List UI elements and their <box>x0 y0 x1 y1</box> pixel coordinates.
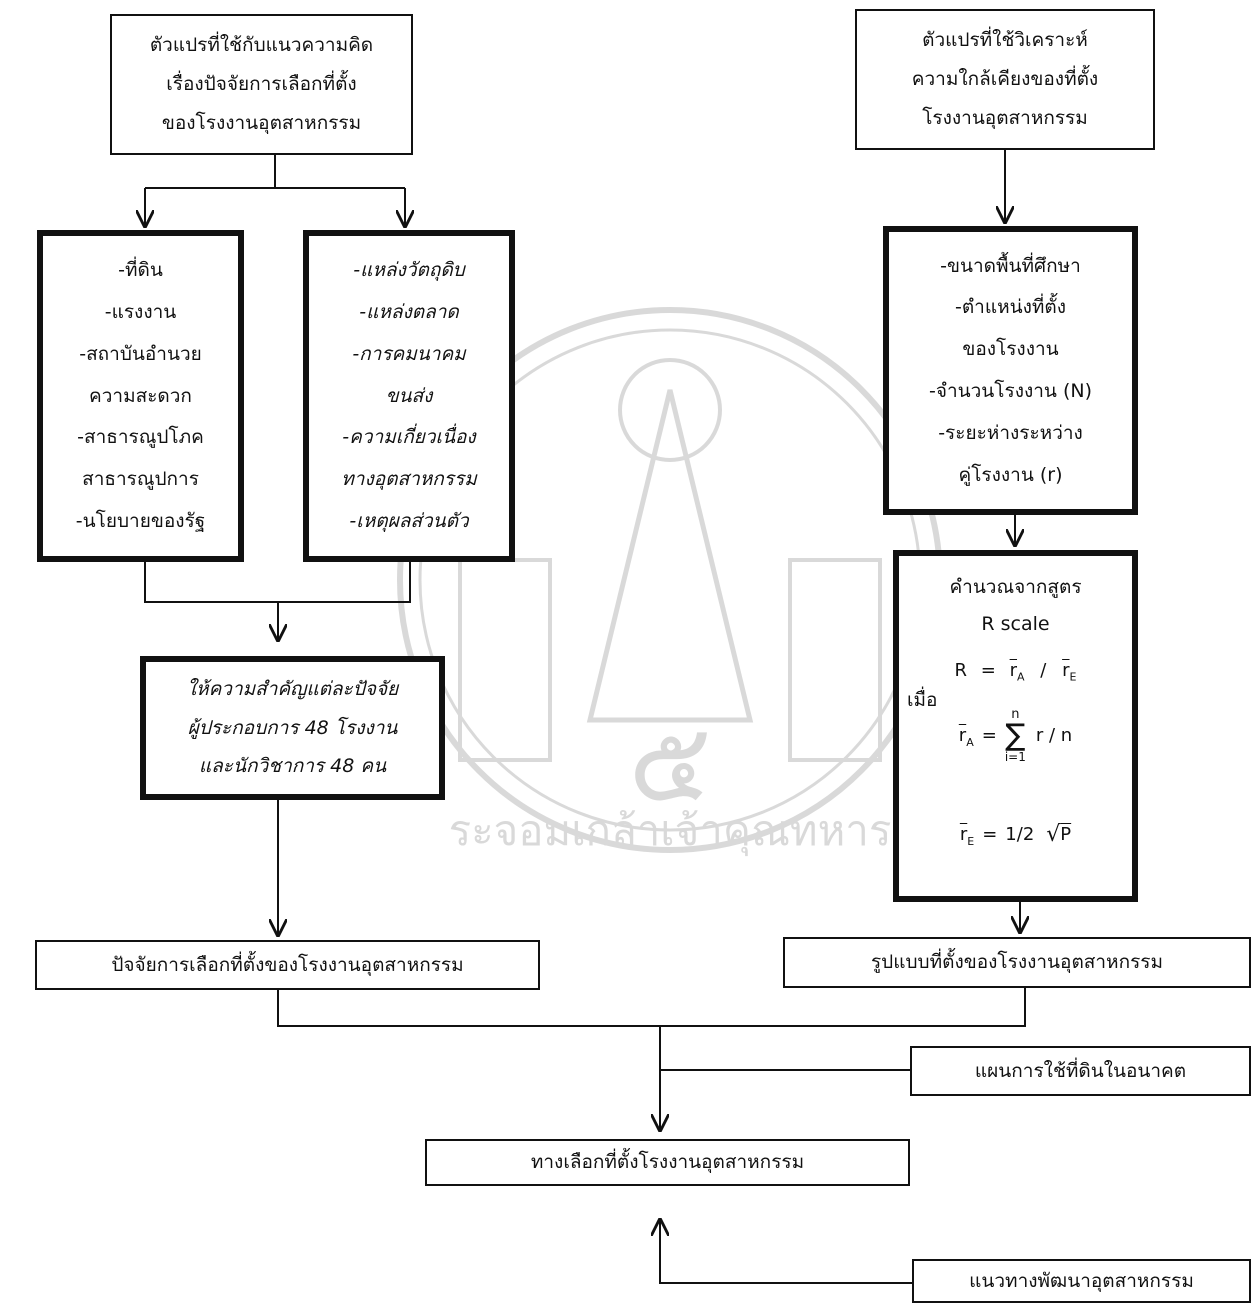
text-line: เรื่องปัจจัยการเลือกที่ตั้ง <box>166 73 357 96</box>
variable-item: -จำนวนโรงงาน (N) <box>928 380 1092 402</box>
variable-item: ของโรงงาน <box>962 338 1059 361</box>
variable-item: -ขนาดพื้นที่ศึกษา <box>940 254 1081 277</box>
link-merge <box>144 562 411 603</box>
factor-item: -เหตุผลส่วนตัว <box>349 509 469 532</box>
equals-sign: = <box>982 823 998 845</box>
sum-upper: n <box>1011 707 1020 723</box>
factors-a-box: -ที่ดิน -แรงงาน -สถาบันอำนวย ความสะดวก -… <box>37 230 244 562</box>
factor-item: -แหล่งวัตถุดิบ <box>353 259 465 282</box>
arrow-from-devguide <box>660 1220 912 1284</box>
variable-item: คู่โรงงาน (r) <box>958 463 1063 486</box>
importance-box: ให้ความสำคัญแต่ละปัจจัย ผู้ประกอบการ 48 … <box>140 656 445 800</box>
dev-guide-box: แนวทางพัฒนาอุตสาหกรรม <box>912 1259 1251 1303</box>
sqrt-icon: √ <box>1046 821 1061 847</box>
dev-guide-label: แนวทางพัฒนาอุตสาหกรรม <box>969 1269 1194 1292</box>
r-e-subscript: E <box>1069 670 1077 684</box>
text-line: โรงงานอุตสาหกรรม <box>922 106 1088 129</box>
location-pattern-box: รูปแบบที่ตั้งของโรงงานอุตสาหกรรม <box>783 937 1251 988</box>
link-bottom-merge <box>277 988 1026 1027</box>
r-a-symbol: r <box>1009 659 1018 681</box>
land-use-box: แผนการใช้ที่ดินในอนาคต <box>910 1046 1251 1096</box>
when-label: เมื่อ <box>907 689 938 712</box>
factor-item: -ความเกี่ยวเนื่อง <box>342 426 476 449</box>
variables-box: -ขนาดพื้นที่ศึกษา -ตำแหน่งที่ตั้ง ของโรง… <box>883 226 1138 515</box>
r-e-symbol: r <box>1062 659 1070 681</box>
top-right-box: ตัวแปรที่ใช้วิเคราะห์ ความใกล้เคียงของที… <box>855 9 1155 150</box>
formula-name: R scale <box>981 612 1050 635</box>
equals-sign: = <box>980 659 996 681</box>
variable-item: -ตำแหน่งที่ตั้ง <box>954 296 1067 319</box>
factor-item: -ที่ดิน <box>118 259 163 282</box>
sum-body: r / n <box>1035 724 1073 746</box>
r-a-symbol: r <box>958 724 967 746</box>
summation: n ∑ i=1 <box>1005 708 1026 763</box>
factor-item: -นโยบายของรัฐ <box>75 509 206 532</box>
r-e-symbol: r <box>959 823 968 845</box>
r-a-subscript: A <box>1017 670 1025 684</box>
alternatives-label: ทางเลือกที่ตั้งโรงงานอุตสาหกรรม <box>530 1151 805 1174</box>
divide-sign: / <box>1040 659 1047 681</box>
formula-title: คำนวณจากสูตร <box>949 576 1082 598</box>
text-line: ความใกล้เคียงของที่ตั้ง <box>911 68 1099 91</box>
r-e-subscript: E <box>967 835 975 849</box>
text-line: ของโรงงานอุตสาหกรรม <box>161 111 362 134</box>
equals-sign: = <box>981 724 997 746</box>
factor-item: ขนส่ง <box>385 384 433 407</box>
r-a-subscript: A <box>966 736 974 750</box>
text-line: และนักวิชาการ 48 คน <box>198 755 387 778</box>
factor-item: -สถาบันอำนวย <box>79 342 202 365</box>
land-use-label: แผนการใช้ที่ดินในอนาคต <box>974 1059 1187 1082</box>
text-line: ตัวแปรที่ใช้วิเคราะห์ <box>922 29 1088 52</box>
factor-item: ทางอุตสาหกรรม <box>341 468 477 491</box>
link-topleft-split <box>145 155 405 189</box>
location-pattern-label: รูปแบบที่ตั้งของโรงงานอุตสาหกรรม <box>870 951 1164 974</box>
factor-choice-label: ปัจจัยการเลือกที่ตั้งของโรงงานอุตสาหกรรม <box>111 953 464 976</box>
factor-item: -แรงงาน <box>104 301 177 323</box>
factor-item: -สาธารณูปโภค <box>77 426 204 449</box>
alternatives-box: ทางเลือกที่ตั้งโรงงานอุตสาหกรรม <box>425 1139 910 1186</box>
text-line: ผู้ประกอบการ 48 โรงงาน <box>187 716 398 739</box>
factor-item: สาธารณูปการ <box>82 468 199 491</box>
text-line: ตัวแปรที่ใช้กับแนวความคิด <box>149 34 374 57</box>
variable-item: -ระยะห่างระหว่าง <box>938 421 1083 444</box>
factors-b-box: -แหล่งวัตถุดิบ -แหล่งตลาด -การคมนาคม ขนส… <box>303 230 515 562</box>
factor-item: -การคมนาคม <box>352 342 466 365</box>
factor-choice-box: ปัจจัยการเลือกที่ตั้งของโรงงานอุตสาหกรรม <box>35 940 540 990</box>
factor-item: ความสะดวก <box>89 384 192 407</box>
r-symbol: R <box>954 659 968 681</box>
top-left-box: ตัวแปรที่ใช้กับแนวความคิด เรื่องปัจจัยกา… <box>110 14 413 155</box>
sum-lower: i=1 <box>1004 750 1026 765</box>
text-line: ให้ความสำคัญแต่ละปัจจัย <box>186 677 399 700</box>
factor-item: -แหล่งตลาด <box>359 301 459 323</box>
half-value: 1/2 <box>1005 823 1035 845</box>
p-symbol: P <box>1060 823 1072 845</box>
formula-box: คำนวณจากสูตร R scale R = rA / rE เมื่อ r… <box>893 550 1138 902</box>
sigma-icon: ∑ <box>1005 718 1026 754</box>
formula-r-equation: R = rA / rE <box>955 660 1077 684</box>
